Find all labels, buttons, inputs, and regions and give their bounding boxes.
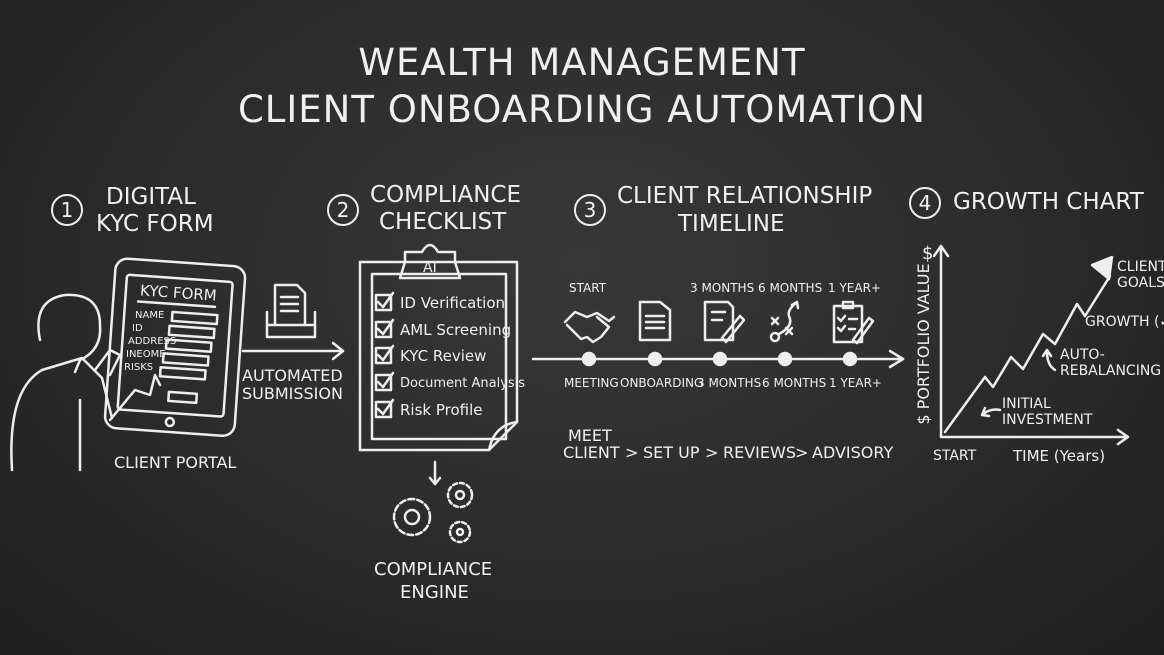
timeline-bottom-label: ONBOARDING bbox=[620, 376, 704, 390]
flow-separator: > bbox=[705, 443, 719, 462]
timeline-bottom-label: MEETING bbox=[564, 376, 619, 390]
title-line-1: WEALTH MANAGEMENT bbox=[358, 41, 806, 84]
timeline-top-label: START bbox=[569, 281, 607, 295]
growth-annotation: GROWTH (✓) bbox=[1085, 314, 1164, 330]
compliance-engine-line1: COMPLIANCE bbox=[374, 559, 493, 580]
x-axis-start: START bbox=[933, 448, 977, 464]
x-axis-label: TIME (Years) bbox=[1013, 447, 1106, 465]
step-number-1: 1 bbox=[51, 194, 83, 226]
flow-separator: > bbox=[795, 443, 809, 462]
automated-label: AUTOMATED bbox=[242, 366, 343, 385]
checklist-item: KYC Review bbox=[400, 347, 487, 365]
flow-step: ADVISORY bbox=[812, 443, 894, 462]
y-axis-dollar: $ bbox=[922, 243, 934, 264]
clipboard-pencil-icon bbox=[832, 300, 875, 345]
step-number-2: 2 bbox=[327, 194, 359, 226]
document-tray-icon bbox=[265, 283, 317, 339]
rebalancing-line2: REBALANCING bbox=[1060, 363, 1162, 379]
kyc-field-address: ADDRESS bbox=[128, 336, 177, 347]
checklist-item: Risk Profile bbox=[400, 401, 483, 419]
step-number-3: 3 bbox=[574, 194, 606, 226]
timeline-top-label: 1 YEAR+ bbox=[828, 281, 881, 295]
rebalancing-line1: AUTO- bbox=[1060, 347, 1105, 363]
timeline-bottom-label: 3 MONTHS bbox=[697, 376, 762, 390]
checklist-item: ID Verification bbox=[400, 294, 506, 312]
section-2-subtitle: CHECKLIST bbox=[379, 209, 507, 235]
flow-step: CLIENT bbox=[563, 443, 620, 462]
clipboard-icon bbox=[358, 243, 519, 452]
submission-arrow bbox=[241, 341, 345, 361]
client-goals-line1: CLIENT bbox=[1117, 259, 1164, 275]
tablet-icon bbox=[103, 257, 247, 437]
growth-axes bbox=[932, 244, 1130, 446]
checkbox-icons bbox=[374, 291, 395, 419]
step-number-4: 4 bbox=[909, 187, 941, 219]
person-icon bbox=[10, 293, 162, 472]
document-icon bbox=[638, 300, 672, 342]
submission-label: SUBMISSION bbox=[242, 384, 343, 403]
section-4-title: GROWTH CHART bbox=[953, 189, 1144, 215]
annotation-arrows bbox=[980, 348, 1057, 418]
timeline-bottom-label: 6 MONTHS bbox=[762, 376, 827, 390]
section-3-title: CLIENT RELATIONSHIP bbox=[617, 183, 873, 209]
ai-tab-label: AI bbox=[423, 260, 437, 276]
initial-investment-line1: INITIAL bbox=[1002, 396, 1051, 412]
section-1-subtitle: KYC FORM bbox=[96, 211, 214, 237]
client-portal-label: CLIENT PORTAL bbox=[114, 453, 237, 472]
timeline-bottom-label: 1 YEAR+ bbox=[829, 376, 882, 390]
y-axis-label: $ PORTFOLIO VALUE bbox=[914, 263, 933, 425]
strategy-play-icon bbox=[769, 300, 800, 343]
checklist-item: Document Analysis bbox=[400, 376, 526, 391]
kyc-field-income: INEOME bbox=[126, 349, 166, 360]
section-2-title: COMPLIANCE bbox=[370, 182, 522, 208]
timeline-top-label: 6 MONTHS bbox=[758, 281, 823, 295]
growth-arrow bbox=[943, 255, 1114, 434]
client-goals-line2: GOALS bbox=[1117, 275, 1164, 291]
gears-icon bbox=[392, 481, 474, 544]
kyc-field-id: ID bbox=[132, 323, 143, 334]
initial-investment-line2: INVESTMENT bbox=[1002, 412, 1093, 428]
kyc-field-risks: RISKS bbox=[124, 362, 154, 373]
section-1-title: DIGITAL bbox=[106, 184, 196, 210]
flow-meet: MEET bbox=[568, 426, 612, 445]
timeline-dots bbox=[581, 351, 858, 367]
flow-separator: > bbox=[625, 443, 639, 462]
flow-step: SET UP bbox=[643, 443, 700, 462]
down-arrow bbox=[428, 460, 442, 486]
checklist-pencil-icon bbox=[703, 300, 746, 344]
handshake-icon bbox=[563, 310, 616, 344]
timeline-top-label: 3 MONTHS bbox=[690, 281, 755, 295]
title-line-2: CLIENT ONBOARDING AUTOMATION bbox=[237, 88, 927, 131]
flow-step: REVIEWS bbox=[723, 443, 796, 462]
kyc-field-name: NAME bbox=[135, 310, 165, 321]
compliance-engine-line2: ENGINE bbox=[400, 582, 469, 603]
section-3-subtitle: TIMELINE bbox=[678, 211, 785, 237]
checklist-item: AML Screening bbox=[400, 321, 512, 339]
